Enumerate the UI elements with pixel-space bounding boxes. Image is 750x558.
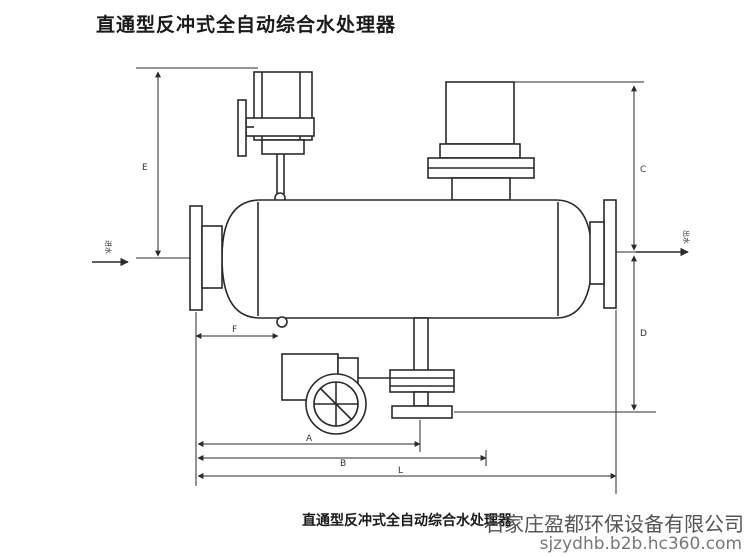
dim-E-label: E: [142, 163, 148, 173]
diagram-title: 直通型反冲式全自动综合水处理器: [96, 14, 397, 36]
inlet-flange: [189, 205, 203, 311]
dim-B-label: B: [340, 459, 346, 469]
dim-F-label: F: [232, 325, 237, 335]
bottom-valve: [389, 369, 455, 393]
dim-C-label: C: [640, 165, 646, 175]
filter-column: [445, 81, 515, 145]
dim-A-label: A: [306, 434, 313, 444]
dim-L-label: L: [398, 466, 403, 476]
dim-D-label: D: [640, 329, 647, 339]
diagram-caption: 直通型反冲式全自动综合水处理器: [302, 513, 512, 529]
main-vessel: [221, 199, 593, 319]
watermark-company: 石家庄盈都环保设备有限公司: [484, 512, 744, 536]
outlet-flange: [603, 199, 617, 309]
outlet-label: 出水: [682, 230, 691, 244]
inlet-label: 进水: [104, 240, 113, 254]
handwheel-top: [237, 99, 247, 157]
watermark-site: sjzydhb.b2b.hc360.com: [539, 534, 742, 554]
